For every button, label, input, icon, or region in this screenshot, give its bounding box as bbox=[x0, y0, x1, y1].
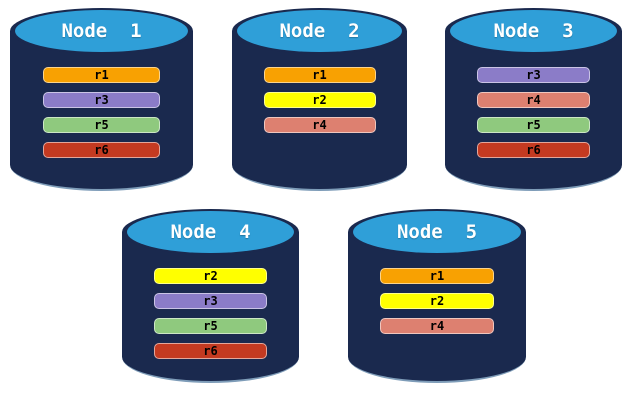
cylinder-top-face: Node 3 bbox=[450, 10, 617, 52]
replica-bar-r6: r6 bbox=[153, 343, 268, 359]
replica-bar-r5: r5 bbox=[153, 318, 268, 334]
node-label: Node 1 bbox=[61, 20, 142, 42]
node-label: Node 3 bbox=[493, 20, 574, 42]
replica-bar-r3: r3 bbox=[42, 92, 161, 108]
replica-bar-r1: r1 bbox=[263, 67, 376, 83]
node-label: Node 2 bbox=[279, 20, 360, 42]
replica-list: r3 r4 r5 r6 bbox=[476, 67, 591, 158]
replica-bar-r1: r1 bbox=[42, 67, 161, 83]
replica-bar-r1: r1 bbox=[380, 268, 494, 284]
replica-bar-r6: r6 bbox=[476, 142, 591, 158]
cylinder-body bbox=[232, 31, 407, 191]
node-label: Node 4 bbox=[170, 221, 251, 243]
replica-bar-r3: r3 bbox=[476, 67, 591, 83]
replica-bar-r5: r5 bbox=[42, 117, 161, 133]
node-label: Node 5 bbox=[396, 221, 478, 243]
cylinder-top-face: Node 2 bbox=[237, 10, 402, 52]
replica-bar-r4: r4 bbox=[380, 318, 494, 334]
node-cylinder-4: Node 4 r2 r3 r5 r6 bbox=[122, 209, 299, 383]
replica-list: r2 r3 r5 r6 bbox=[153, 268, 268, 359]
node-cylinder-3: Node 3 r3 r4 r5 r6 bbox=[445, 8, 622, 191]
replica-bar-r2: r2 bbox=[153, 268, 268, 284]
cylinder-top-face: Node 1 bbox=[15, 10, 188, 52]
replica-bar-r4: r4 bbox=[476, 92, 591, 108]
cylinder-top-face: Node 4 bbox=[127, 211, 294, 253]
cylinder-body bbox=[445, 31, 622, 191]
node-cylinder-5: Node 5 r1 r2 r4 bbox=[348, 209, 526, 383]
replica-list: r1 r3 r5 r6 bbox=[42, 67, 161, 158]
replica-bar-r2: r2 bbox=[380, 293, 494, 309]
node-cylinder-1: Node 1 r1 r3 r5 r6 bbox=[10, 8, 193, 191]
cylinder-top-face: Node 5 bbox=[353, 211, 521, 253]
cylinder-body bbox=[10, 31, 193, 191]
replica-bar-r4: r4 bbox=[263, 117, 376, 133]
replica-bar-r2: r2 bbox=[263, 92, 376, 108]
replica-list: r1 r2 r4 bbox=[263, 67, 376, 133]
replica-bar-r3: r3 bbox=[153, 293, 268, 309]
node-cylinder-2: Node 2 r1 r2 r4 bbox=[232, 8, 407, 191]
replica-bar-r5: r5 bbox=[476, 117, 591, 133]
replica-list: r1 r2 r4 bbox=[380, 268, 494, 334]
replica-bar-r6: r6 bbox=[42, 142, 161, 158]
